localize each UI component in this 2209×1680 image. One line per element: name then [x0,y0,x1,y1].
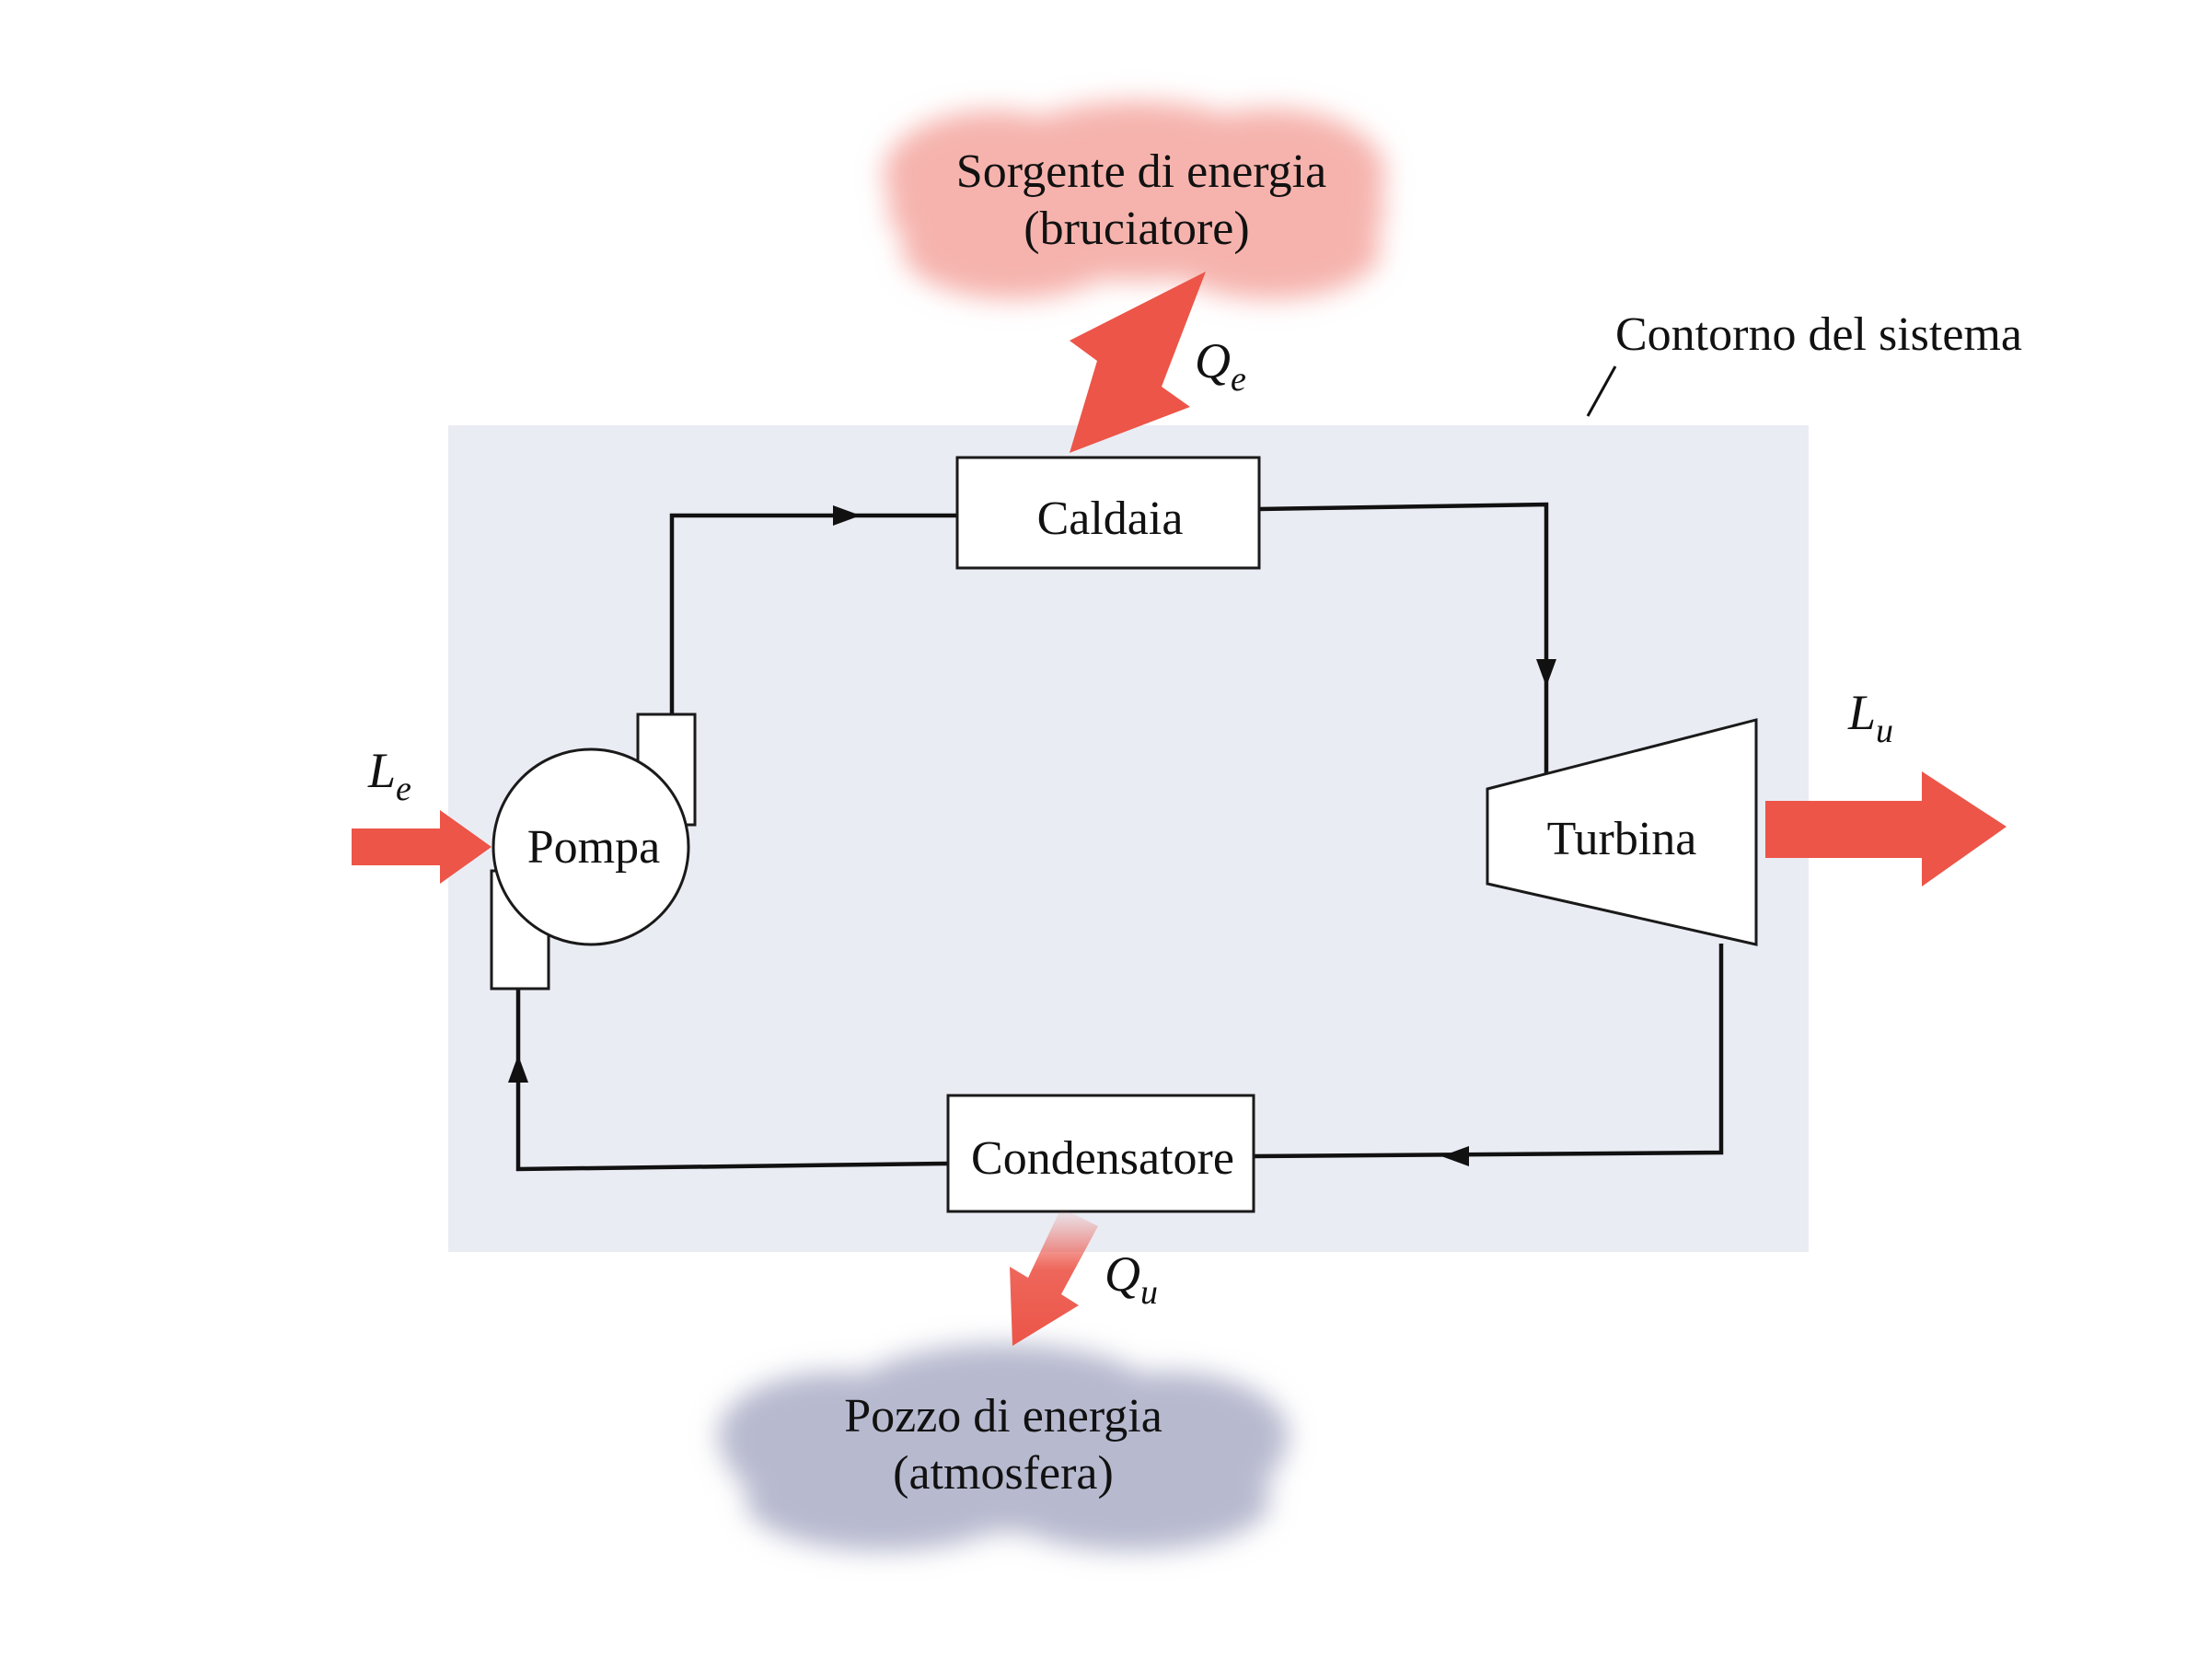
work-output-arrow [1765,771,2007,886]
heat-input-symbol: Qe [1195,333,1246,399]
source-label-line2: (bruciatore) [1024,203,1249,255]
turbine-label: Turbina [1547,813,1697,865]
heat-output-symbol: Qu [1104,1246,1158,1312]
work-output-symbol: Lu [1847,685,1893,750]
energy-sink-cloud: Pozzo di energia (atmosfera) [718,1344,1289,1551]
sink-label-line1: Pozzo di energia [844,1390,1162,1442]
boundary-leader-line [1586,365,1617,417]
energy-source-cloud: Sorgente di energia (bruciatore) [884,101,1385,299]
flow-arrowhead-to-condenser [1441,1146,1469,1166]
cycle-pipes [508,502,1724,1172]
flow-arrowhead-to-turbine [1536,659,1556,687]
condenser-label: Condensatore [971,1132,1234,1185]
pump: Pompa [490,713,697,991]
turbine: Turbina [1486,718,1758,946]
system-boundary-label: Contorno del sistema [1615,308,2022,361]
condenser: Condensatore [946,1094,1255,1213]
heat-output-arrow [1010,1208,1098,1346]
heat-input-arrow [1070,272,1206,453]
boiler: Caldaia [955,456,1261,570]
boiler-label: Caldaia [1037,492,1184,545]
flow-arrowhead-to-pump [508,1055,528,1083]
work-input-arrow [352,810,492,884]
sink-label-line2: (atmosfera) [893,1447,1114,1500]
pump-label: Pompa [527,821,660,874]
flow-arrowhead-to-boiler [833,505,861,526]
work-input-symbol: Le [367,743,411,808]
source-label-line1: Sorgente di energia [956,145,1326,198]
